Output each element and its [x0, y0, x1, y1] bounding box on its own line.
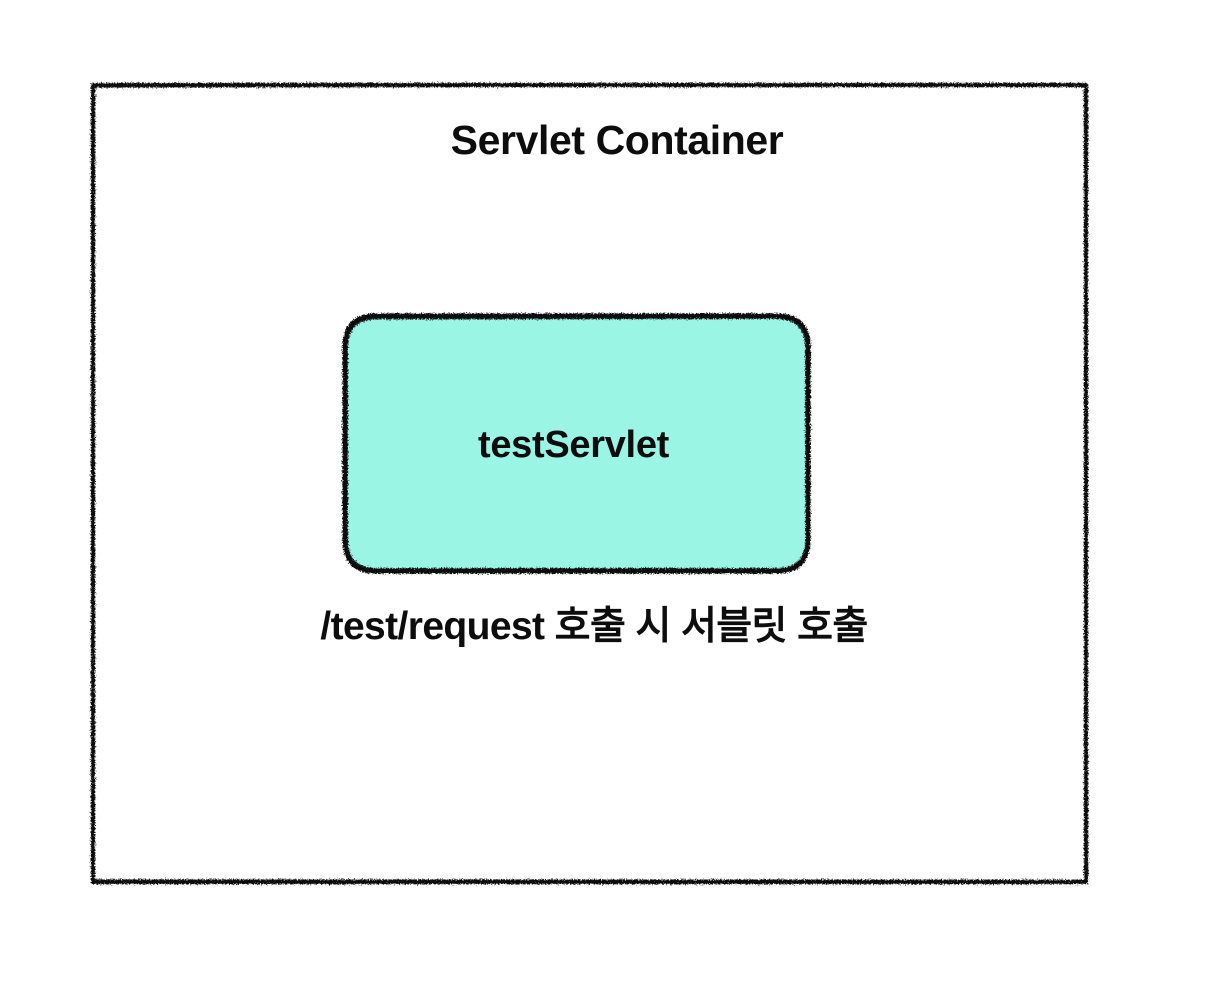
test-servlet-node	[342, 313, 811, 574]
servlet-container-box	[90, 82, 1089, 885]
container-title: Servlet Container	[450, 117, 784, 163]
servlet-node-label: testServlet	[477, 424, 670, 466]
request-flow-caption: /test/request 호출 시 서블릿 호출	[320, 605, 868, 648]
